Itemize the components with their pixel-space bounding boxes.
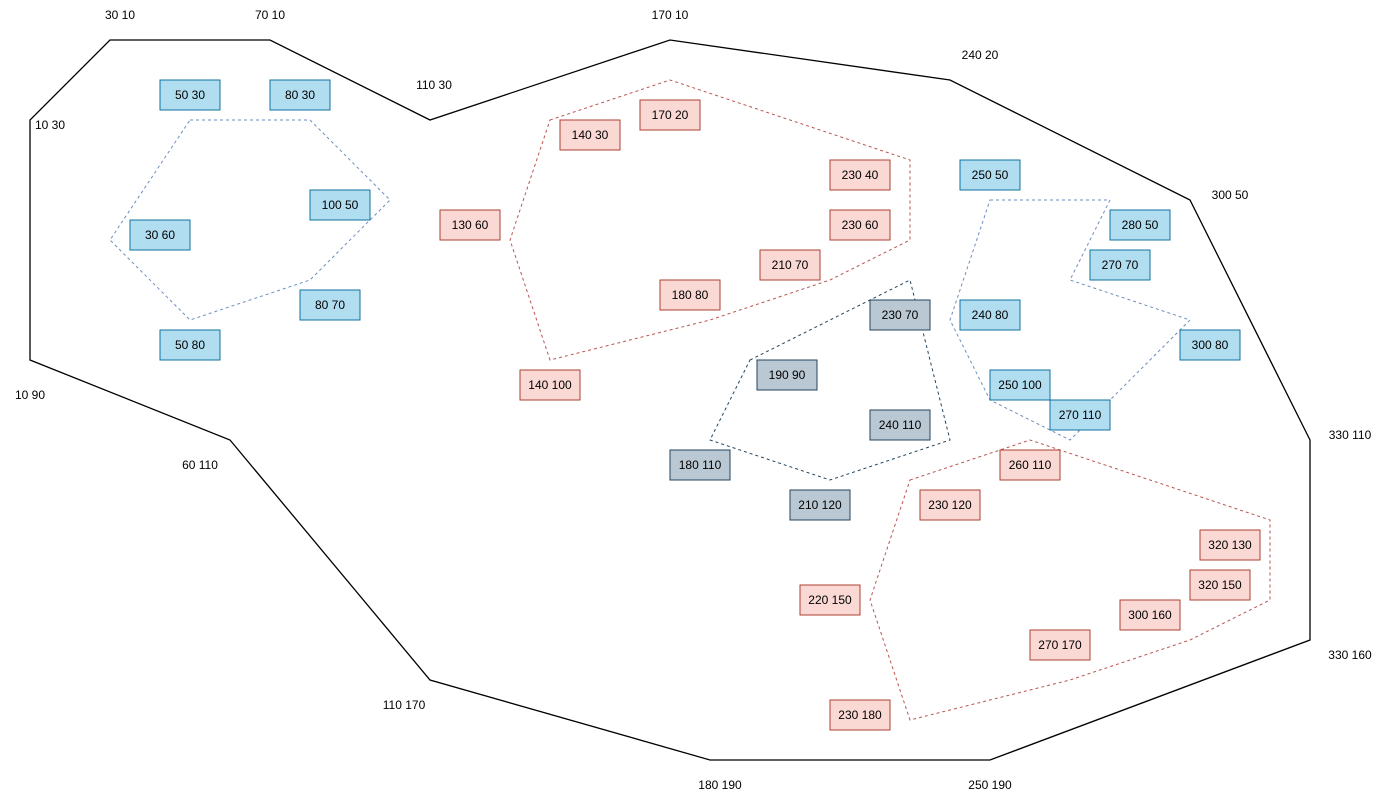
point-box: 140 30	[559, 119, 621, 151]
svg-text:270 170: 270 170	[1038, 638, 1082, 652]
point-box: 230 120	[919, 489, 981, 521]
outline-label: 60 110	[182, 458, 218, 472]
point-box: 240 110	[869, 409, 931, 441]
outline-label: 330 110	[1329, 428, 1372, 442]
outline-label: 180 190	[698, 778, 742, 792]
svg-text:320 130: 320 130	[1208, 538, 1252, 552]
outline-label: 110 30	[416, 78, 452, 92]
outline-label: 70 10	[255, 8, 285, 22]
point-box: 210 70	[759, 249, 821, 281]
cluster-red-bottom: 260 110 230 120 320 130 320 150 220 150 …	[799, 449, 1261, 731]
point-box: 80 70	[299, 289, 361, 321]
hull-red-bottom	[869, 439, 1271, 721]
point-box: 140 100	[519, 369, 581, 401]
cluster-gray-middle: 230 70 190 90 240 110 180 110 210 120	[669, 299, 931, 521]
hull-blue-left	[109, 119, 391, 321]
svg-text:230 70: 230 70	[882, 308, 919, 322]
svg-text:320 150: 320 150	[1198, 578, 1242, 592]
svg-text:130 60: 130 60	[452, 218, 489, 232]
svg-text:260 110: 260 110	[1009, 458, 1052, 472]
point-box: 210 120	[789, 489, 851, 521]
svg-text:300 80: 300 80	[1192, 338, 1229, 352]
svg-text:210 70: 210 70	[772, 258, 809, 272]
point-box: 30 60	[129, 219, 191, 251]
svg-text:80 70: 80 70	[315, 298, 345, 312]
outline-label: 240 20	[962, 48, 999, 62]
cluster-blue-left: 50 30 80 30 100 50 30 60 80 70 50 80	[129, 79, 371, 361]
svg-text:250 50: 250 50	[972, 168, 1009, 182]
point-box: 50 30	[159, 79, 221, 111]
outline-label: 10 30	[35, 118, 65, 132]
cluster-red-top: 140 30 170 20 230 40 230 60 130 60 210 7…	[439, 99, 891, 401]
svg-text:230 60: 230 60	[842, 218, 879, 232]
svg-text:220 150: 220 150	[808, 593, 852, 607]
svg-text:250 100: 250 100	[998, 378, 1042, 392]
svg-text:230 40: 230 40	[842, 168, 879, 182]
svg-text:240 110: 240 110	[879, 418, 922, 432]
outline-labels: 30 10 70 10 110 30 170 10 240 20 300 50 …	[15, 8, 1372, 792]
svg-text:140 30: 140 30	[572, 128, 609, 142]
outline-label: 110 170	[383, 698, 426, 712]
point-box: 270 110	[1049, 399, 1111, 431]
point-box: 180 110	[669, 449, 731, 481]
point-box: 170 20	[639, 99, 701, 131]
point-box: 250 100	[989, 369, 1051, 401]
svg-text:180 110: 180 110	[679, 458, 722, 472]
point-box: 80 30	[269, 79, 331, 111]
point-box: 320 150	[1189, 569, 1251, 601]
point-box: 300 160	[1119, 599, 1181, 631]
point-box: 260 110	[999, 449, 1061, 481]
point-box: 250 50	[959, 159, 1021, 191]
point-box: 240 80	[959, 299, 1021, 331]
cluster-blue-right: 250 50 280 50 270 70 240 80 300 80 250 1…	[959, 159, 1241, 431]
svg-text:230 180: 230 180	[838, 708, 882, 722]
point-box: 230 180	[829, 699, 891, 731]
svg-text:230 120: 230 120	[928, 498, 972, 512]
svg-text:140 100: 140 100	[528, 378, 572, 392]
outline-label: 300 50	[1212, 188, 1249, 202]
point-box: 320 130	[1199, 529, 1261, 561]
outline-label: 330 160	[1328, 648, 1372, 662]
outer-boundary-polygon	[29, 39, 1311, 761]
svg-text:100 50: 100 50	[322, 198, 359, 212]
outline-label: 250 190	[968, 778, 1012, 792]
svg-text:270 110: 270 110	[1059, 408, 1102, 422]
point-box: 230 60	[829, 209, 891, 241]
svg-text:300 160: 300 160	[1128, 608, 1172, 622]
point-box: 270 170	[1029, 629, 1091, 661]
point-box: 230 40	[829, 159, 891, 191]
svg-text:280 50: 280 50	[1122, 218, 1159, 232]
point-box: 100 50	[309, 189, 371, 221]
svg-text:210 120: 210 120	[798, 498, 842, 512]
svg-text:180 80: 180 80	[672, 288, 709, 302]
hull-blue-right	[949, 199, 1191, 441]
outline-label: 170 10	[652, 8, 689, 22]
svg-text:190 90: 190 90	[769, 368, 806, 382]
svg-text:80 30: 80 30	[285, 88, 315, 102]
point-box: 190 90	[756, 359, 818, 391]
hull-red-top	[509, 79, 911, 361]
point-box: 50 80	[159, 329, 221, 361]
svg-text:170 20: 170 20	[652, 108, 689, 122]
point-box: 220 150	[799, 584, 861, 616]
svg-text:50 80: 50 80	[175, 338, 205, 352]
svg-text:50 30: 50 30	[175, 88, 205, 102]
point-box: 180 80	[659, 279, 721, 311]
outline-label: 30 10	[105, 8, 135, 22]
point-box: 130 60	[439, 209, 501, 241]
outline-label: 10 90	[15, 388, 45, 402]
point-box: 280 50	[1109, 209, 1171, 241]
point-box: 300 80	[1179, 329, 1241, 361]
svg-text:270 70: 270 70	[1102, 258, 1139, 272]
point-box: 270 70	[1089, 249, 1151, 281]
point-box: 230 70	[869, 299, 931, 331]
svg-text:30 60: 30 60	[145, 228, 175, 242]
svg-text:240 80: 240 80	[972, 308, 1009, 322]
